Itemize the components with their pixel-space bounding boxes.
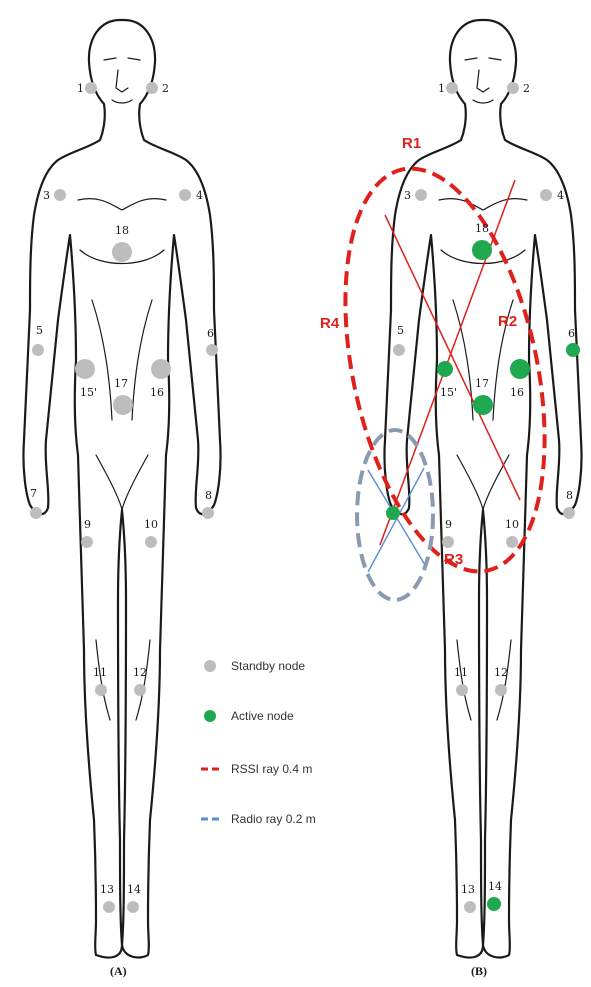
node-9-standby — [81, 536, 93, 548]
label-node-15: 15' — [440, 386, 457, 399]
label-node-14: 14 — [127, 883, 141, 896]
node-6-active — [566, 343, 580, 357]
node-18-active — [472, 240, 492, 260]
node-6-standby — [206, 344, 218, 356]
node-15-active — [437, 361, 453, 377]
node-4-standby — [540, 189, 552, 201]
node-11-standby — [456, 684, 468, 696]
node-14-active — [487, 897, 501, 911]
node-14-standby — [127, 901, 139, 913]
label-node-4: 4 — [196, 189, 203, 202]
node-10-standby — [145, 536, 157, 548]
node-2-standby — [507, 82, 519, 94]
label-node-2: 2 — [162, 82, 169, 95]
node-18-standby — [112, 242, 132, 262]
node-3-standby — [415, 189, 427, 201]
label-node-1: 1 — [77, 82, 84, 95]
node-10-standby — [506, 536, 518, 548]
legend-active-label: Active node — [231, 709, 294, 723]
label-node-17: 17 — [114, 377, 128, 390]
label-node-10: 10 — [144, 518, 158, 531]
label-node-3: 3 — [404, 189, 411, 202]
body-figure-a — [23, 20, 220, 958]
node-labels-panel-a: 1 2 3 4 5 6 7 8 9 10 11 12 13 14 15' 16 … — [30, 82, 214, 896]
legend-rssi-label: RSSI ray 0.4 m — [231, 762, 312, 776]
label-node-4: 4 — [557, 189, 564, 202]
label-node-16: 16 — [150, 386, 164, 399]
node-8-standby — [202, 507, 214, 519]
legend: Standby node Active node RSSI ray 0.4 m … — [201, 659, 316, 826]
node-17-standby — [113, 395, 133, 415]
node-1-standby — [85, 82, 97, 94]
legend-standby-label: Standby node — [231, 659, 305, 673]
node-7-standby — [30, 507, 42, 519]
label-node-3: 3 — [43, 189, 50, 202]
body-figure-b — [384, 20, 581, 958]
node-12-standby — [134, 684, 146, 696]
node-13-standby — [464, 901, 476, 913]
label-node-5: 5 — [397, 324, 404, 337]
label-node-6: 6 — [207, 327, 214, 340]
label-node-12: 12 — [494, 666, 508, 679]
label-node-10: 10 — [505, 518, 519, 531]
label-node-18: 18 — [475, 222, 489, 235]
node-7-active — [386, 506, 400, 520]
node-12-standby — [495, 684, 507, 696]
legend-radio-label: Radio ray 0.2 m — [231, 812, 316, 826]
node-3-standby — [54, 189, 66, 201]
label-node-13: 13 — [461, 883, 475, 896]
node-16-standby — [151, 359, 171, 379]
node-5-standby — [32, 344, 44, 356]
node-17-active — [473, 395, 493, 415]
label-node-18: 18 — [115, 224, 129, 237]
node-9-standby — [442, 536, 454, 548]
label-node-8: 8 — [566, 489, 573, 502]
label-node-17: 17 — [475, 377, 489, 390]
label-node-15: 15' — [80, 386, 97, 399]
panel-label-b: (B) — [471, 964, 487, 978]
region-label-r1: R1 — [402, 135, 421, 152]
label-node-13: 13 — [100, 883, 114, 896]
green-dot-icon-legend-active — [204, 710, 216, 722]
node-2-standby — [146, 82, 158, 94]
region-label-r4: R4 — [320, 315, 340, 332]
label-node-6: 6 — [568, 327, 575, 340]
node-11-standby — [95, 684, 107, 696]
label-node-8: 8 — [205, 489, 212, 502]
label-node-9: 9 — [84, 518, 91, 531]
label-node-2: 2 — [523, 82, 530, 95]
label-node-7: 7 — [30, 487, 37, 500]
label-node-12: 12 — [133, 666, 147, 679]
label-node-5: 5 — [36, 324, 43, 337]
node-16-active — [510, 359, 530, 379]
label-node-16: 16 — [510, 386, 524, 399]
label-node-1: 1 — [438, 82, 445, 95]
label-node-14: 14 — [488, 880, 502, 893]
nodes-panel-b — [386, 82, 580, 913]
green-dot-icon-legend-standby — [204, 660, 216, 672]
region-label-r3: R3 — [444, 551, 463, 568]
panel-label-a: (A) — [110, 964, 127, 978]
label-node-11: 11 — [454, 666, 468, 679]
region-label-r2: R2 — [498, 313, 517, 330]
label-node-11: 11 — [93, 666, 107, 679]
node-4-standby — [179, 189, 191, 201]
node-15-standby — [75, 359, 95, 379]
node-1-standby — [446, 82, 458, 94]
node-5-standby — [393, 344, 405, 356]
label-node-9: 9 — [445, 518, 452, 531]
node-8-standby — [563, 507, 575, 519]
node-13-standby — [103, 901, 115, 913]
